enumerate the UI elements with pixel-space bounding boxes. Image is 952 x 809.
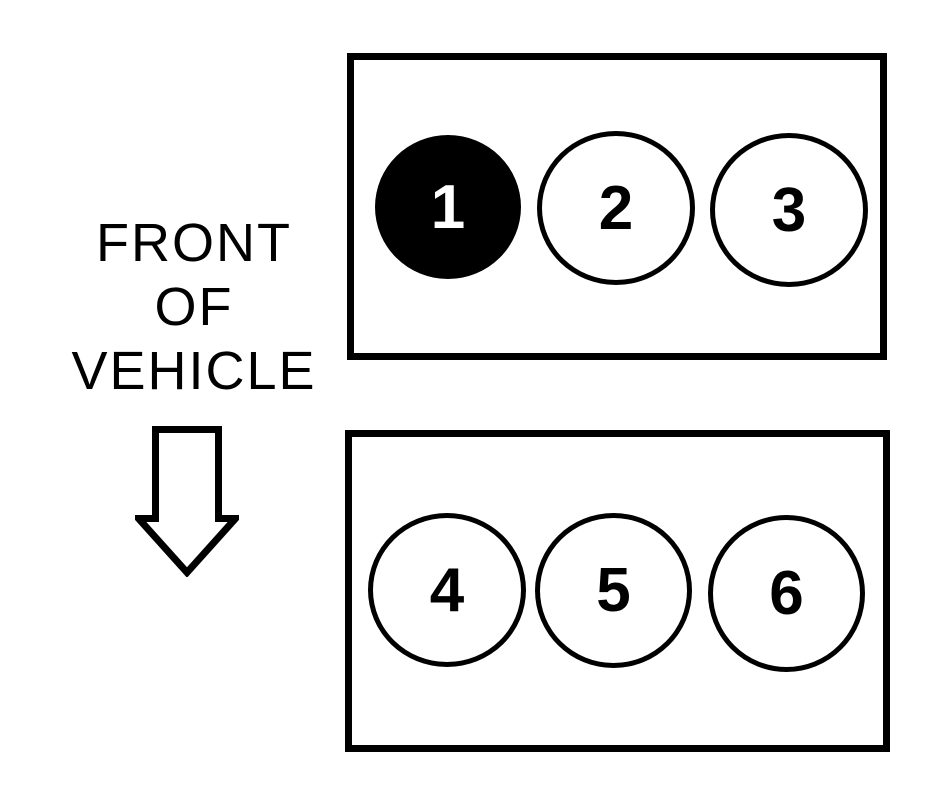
down-arrow-icon [135,426,239,577]
cylinder-4-number: 4 [429,555,465,625]
cylinder-bank-top: 1 2 3 [347,53,887,360]
cylinder-3: 3 [710,133,868,287]
cylinder-2: 2 [537,131,695,285]
cylinder-5-number: 5 [596,556,631,625]
cylinder-1-number: 1 [430,172,466,242]
front-label-line-3: VEHICLE [71,341,317,401]
cylinder-6: 6 [708,515,865,672]
cylinder-bank-bottom: 4 5 6 [345,430,890,752]
front-label-line-2: OF [154,277,234,337]
front-label-line-1: FRONT [96,213,292,273]
cylinder-3-number: 3 [771,175,807,245]
cylinder-6-number: 6 [769,559,804,628]
front-of-vehicle-label: FRONT OF VEHICLE [18,211,370,403]
cylinder-4: 4 [368,513,526,667]
cylinder-5: 5 [535,513,692,668]
cylinder-2-number: 2 [598,173,634,243]
cylinder-1: 1 [375,135,521,279]
